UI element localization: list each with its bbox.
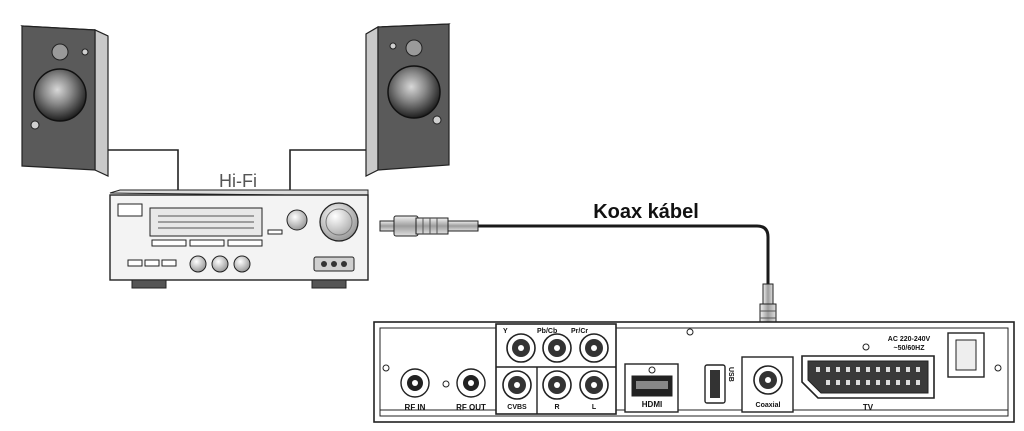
usb-label: USB [727, 367, 734, 382]
amp-foot-left [131, 279, 167, 289]
left-speaker-screw [81, 48, 89, 56]
stb-screw-right [994, 364, 1002, 372]
coax-cable [478, 224, 770, 284]
left-speaker-woofer [33, 68, 87, 122]
left-speaker-port [30, 120, 40, 130]
amp-knob-2 [211, 255, 229, 273]
hifi-amplifier [109, 189, 369, 289]
amp-knob-1 [189, 255, 207, 273]
amp-foot-right [311, 279, 347, 289]
stb-screw-left [382, 364, 390, 372]
pb-cb-label: Pb/Cb [537, 328, 557, 335]
hifi-label: Hi-Fi [219, 171, 257, 191]
right-speaker-woofer [387, 65, 441, 119]
right-speaker-tweeter [405, 39, 423, 57]
hdmi-label: HDMI [642, 400, 662, 409]
amp-knob-3 [233, 255, 251, 273]
set-top-box-rear-panel: RF IN RF OUT Y Pb/Cb Pr/Cr CVBS R [373, 321, 1015, 423]
speaker-wires [108, 149, 368, 193]
right-speaker-screw [389, 42, 397, 50]
l-label: L [592, 404, 597, 411]
pr-cr-label: Pr/Cr [571, 328, 588, 335]
power-label-line1: AC 220-240V [888, 336, 931, 343]
left-speaker [20, 25, 109, 177]
coaxial-label: Coaxial [756, 402, 781, 409]
small-knob [286, 209, 308, 231]
right-speaker-port [432, 115, 442, 125]
y-label: Y [503, 328, 508, 335]
right-speaker-side [365, 25, 379, 177]
power-button [117, 203, 143, 217]
left-speaker-side [94, 29, 109, 177]
left-speaker-tweeter [51, 43, 69, 61]
cvbs-label: CVBS [507, 404, 527, 411]
rca-plug-left [379, 215, 479, 237]
rf-in-label: RF IN [405, 403, 426, 412]
right-speaker [365, 23, 451, 177]
r-label: R [554, 404, 559, 411]
power-label-line2: ~50/60HZ [894, 345, 926, 352]
rf-out-label: RF OUT [456, 403, 486, 412]
tv-label: TV [863, 403, 874, 412]
coax-cable-label: Koax kábel [593, 201, 699, 223]
selector-buttons [127, 239, 263, 267]
